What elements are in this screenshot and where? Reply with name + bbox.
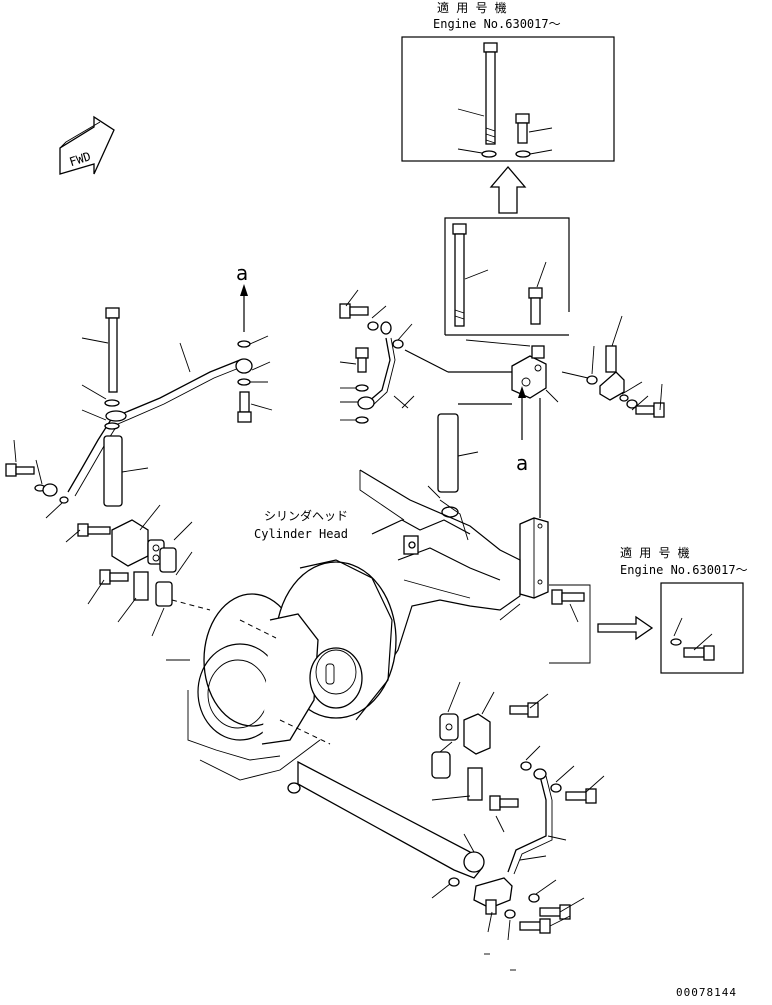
bolt-a-left [237, 391, 252, 423]
eye-joint-drain [533, 768, 547, 780]
connector-bolt [77, 523, 111, 537]
bolt-drain-3 [565, 788, 597, 804]
ref-a-left: a [236, 261, 248, 285]
bolt-bracket [551, 589, 585, 605]
inset-frame-current [444, 217, 570, 335]
washer-pipe-lower [104, 422, 120, 430]
washer-inset-right [670, 638, 682, 646]
pipe-eye-joint [105, 410, 127, 422]
replacement-arrow-up [489, 165, 527, 214]
washer-inset-left [481, 150, 497, 158]
washer-center-3 [392, 339, 404, 349]
washer-right-3 [626, 399, 638, 409]
block-top-fitting [531, 345, 545, 359]
right-support-bracket [499, 517, 591, 664]
inset-frame-right [660, 582, 744, 674]
washer-a-left-2 [237, 378, 251, 386]
bolt-inset-right [683, 645, 715, 661]
plate-left [133, 571, 149, 601]
right-upper-fittings [561, 315, 665, 418]
turbocharger [166, 559, 397, 781]
long-bolt-inset [483, 42, 498, 145]
drawing-number: 00078144 [676, 986, 737, 999]
ref-a-center-group: a [458, 386, 541, 518]
drain-tube [297, 760, 483, 879]
drain-tube-flange [287, 782, 301, 794]
center-oil-pipe-parts [339, 289, 413, 424]
drain-small-pipe [507, 775, 547, 873]
washer-center-5 [355, 416, 369, 424]
drain-bracket [473, 877, 513, 909]
flange-bolt-left [99, 569, 129, 585]
bolt-drain-6 [519, 918, 551, 934]
gasket-left-2 [159, 547, 177, 573]
cylinder-head-outline [339, 469, 521, 701]
inset-frame-top [401, 36, 615, 162]
bolt-center-2 [355, 347, 369, 373]
applicable-label-top: 適 用 号 機 [437, 0, 507, 15]
short-bolt-current [528, 287, 543, 325]
washer-drain-3 [448, 877, 460, 887]
bolt-drain-2 [489, 795, 519, 811]
elbow-fitting-right [599, 371, 625, 401]
eye-joint-a-left [235, 358, 253, 374]
bolt-center-1 [339, 303, 369, 319]
oil-pipe-bolt-head [105, 307, 120, 319]
oil-feed-pipe [67, 359, 241, 493]
drain-connector [463, 713, 491, 755]
applicable-label-right: 適 用 号 機 [620, 545, 690, 560]
washer-center-4 [355, 384, 369, 392]
bolt-right-upper [635, 402, 665, 418]
cylinder-head-label-jp: シリンダヘッド [264, 508, 348, 523]
drain-line-assembly [287, 681, 605, 971]
bolt-drain-5 [539, 904, 571, 920]
washer-pipe-upper [104, 399, 120, 407]
gasket-left-3 [155, 581, 173, 607]
washer-right-2 [619, 394, 629, 402]
oil-distribution-block [404, 339, 559, 403]
replacement-arrow-right [597, 615, 654, 641]
cylinder-head-label-en: Cylinder Head [254, 527, 348, 541]
short-bolt-inset [515, 113, 530, 144]
eye-joint-center [357, 396, 375, 410]
spacer-tube-center [437, 413, 459, 493]
bolt-drain-1 [509, 702, 539, 718]
washer-inset-right [515, 150, 531, 158]
inset-right-applicability: 適 用 号 機 Engine No.630017～ [620, 545, 748, 674]
ref-a-center: a [516, 451, 528, 475]
engine-number-label-right: Engine No.630017～ [620, 563, 748, 577]
spacer-tube-left [103, 435, 123, 507]
washer-right-1 [586, 375, 598, 385]
drain-hose-clamp [463, 851, 485, 873]
plate-drain [467, 767, 483, 801]
washer-drain-2 [550, 783, 562, 793]
washer-center-1 [367, 321, 379, 331]
turbo-outlet-flange [309, 647, 363, 709]
ref-a-left-group: a [235, 261, 273, 423]
fwd-label: FWD [68, 149, 93, 169]
washer-drain-5 [504, 909, 516, 919]
pipe-stub-right [605, 345, 617, 373]
inset-current-bolts [444, 217, 570, 336]
washer-lower-left-2 [42, 483, 58, 497]
bolt-lower-left [5, 463, 35, 477]
washer-center-2 [380, 321, 392, 335]
washer-drain-4 [528, 893, 540, 903]
oil-pipe-bolt [108, 317, 118, 393]
engine-number-label-top: Engine No.630017～ [433, 17, 561, 31]
left-oil-pipe-assembly [5, 307, 245, 637]
washer-a-left-1 [237, 340, 251, 348]
oil-pipe-center [367, 337, 391, 403]
gasket-drain-2 [431, 751, 451, 779]
washer-drain-1 [520, 761, 532, 771]
bolt-drain-4 [485, 899, 497, 915]
washer-lower-left-3 [59, 496, 69, 504]
gasket-drain-1 [439, 713, 459, 741]
inset-top-applicability: 適 用 号 機 Engine No.630017～ [401, 0, 615, 162]
long-bolt-current [452, 223, 467, 327]
fwd-direction-arrow: FWD [59, 115, 115, 175]
